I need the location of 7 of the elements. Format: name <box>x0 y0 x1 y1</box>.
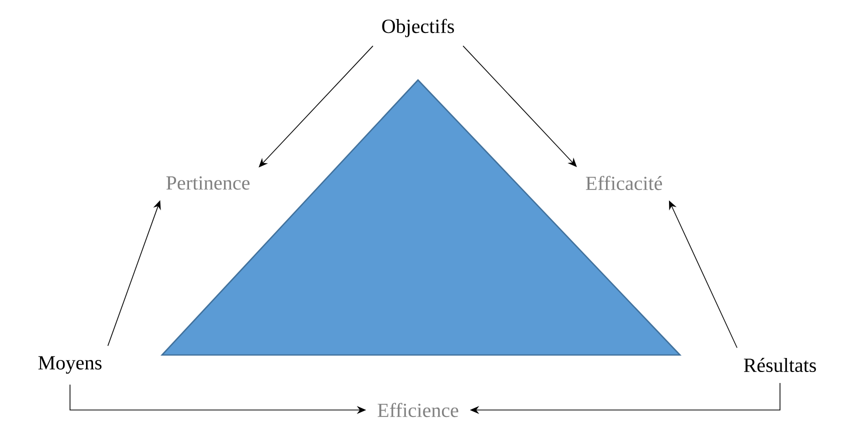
label-text: Efficience <box>378 402 458 418</box>
label-text: Efficacité <box>586 176 662 190</box>
label-text: Objectifs <box>382 18 454 38</box>
arrow <box>258 46 374 168</box>
label-text: Moyens <box>38 356 102 374</box>
label-text: Résultats <box>744 358 816 372</box>
label-text: Pertinence <box>166 176 250 190</box>
